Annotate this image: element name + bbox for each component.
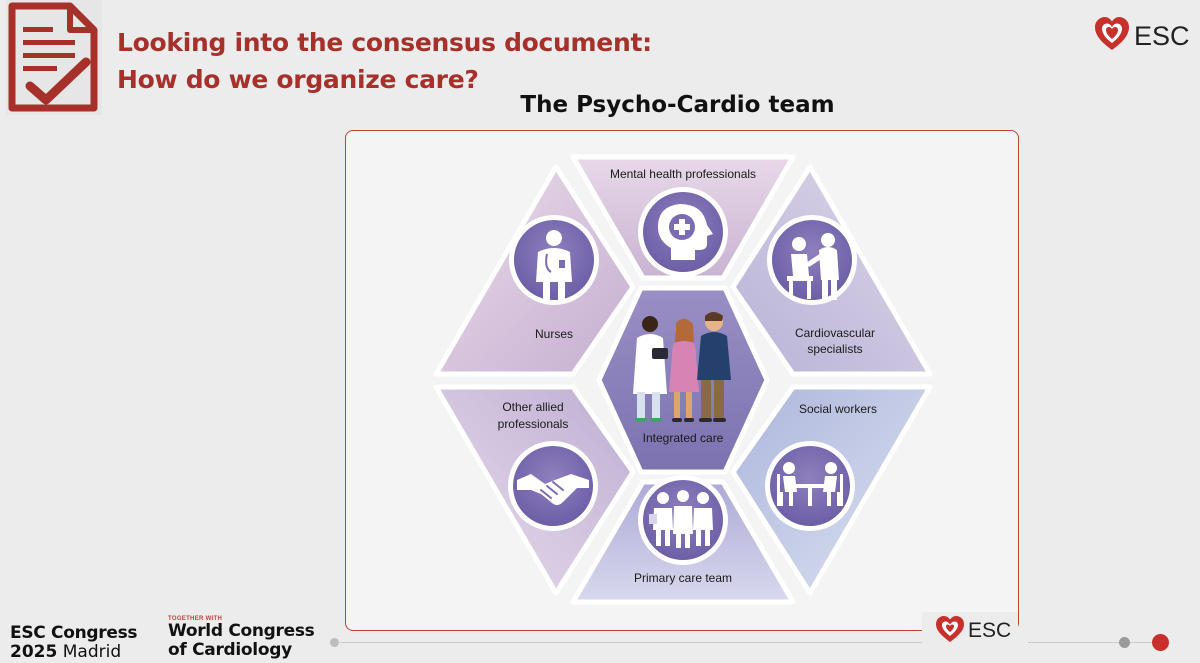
head-medical-cross-icon [638, 187, 728, 277]
esc-congress-branding: ESC Congress 2025 Madrid [10, 623, 138, 662]
care-team-icon [638, 475, 728, 565]
handshake-icon [508, 441, 598, 531]
progress-dot-mid [1119, 637, 1130, 648]
together-with-label: TOGETHER WITH [168, 616, 223, 622]
center-label: Integrated care [643, 431, 724, 445]
footer-rule-right [1028, 642, 1153, 643]
frame-heart-icon [936, 616, 964, 642]
label-social-workers: Social workers [799, 402, 877, 416]
label-cardio-line-2: specialists [807, 342, 862, 356]
progress-dot-left [330, 638, 339, 647]
heart-icon [1095, 17, 1129, 50]
esc-logo-text: ESC [1134, 21, 1190, 51]
meeting-at-table-icon [765, 441, 855, 531]
congress-city: Madrid [62, 642, 122, 662]
label-primary-care: Primary care team [634, 571, 732, 585]
checklist-document-icon [6, 0, 102, 115]
slide-title: Looking into the consensus document: How… [117, 24, 652, 98]
world-congress-branding: TOGETHER WITH World Congress of Cardiolo… [168, 616, 315, 660]
diagram-title: The Psycho-Cardio team [520, 92, 835, 118]
slide-title-line-1: Looking into the consensus document: [117, 28, 652, 57]
progress-dot-active [1152, 634, 1169, 651]
congress-name: ESC Congress [10, 623, 138, 643]
frame-esc-logo: ESC [922, 612, 1018, 646]
psycho-cardio-team-diagram: Integrated care Mental health profession… [433, 154, 933, 605]
slide-title-line-2: How do we organize care? [117, 65, 479, 94]
footer-rule-left [340, 642, 922, 643]
doctor-examining-patient-icon [767, 215, 857, 305]
label-allied-line-2: professionals [498, 417, 569, 431]
label-cardio-line-1: Cardiovascular [795, 326, 875, 340]
frame-logo-text: ESC [968, 619, 1011, 642]
label-mental-health: Mental health professionals [610, 167, 756, 181]
esc-logo: ESC [1095, 17, 1190, 51]
world-congress-line-1: World Congress [168, 621, 315, 641]
congress-year: 2025 [10, 642, 58, 662]
integrated-care-people-icon [633, 312, 731, 422]
world-congress-line-2: of Cardiology [168, 640, 292, 660]
nurse-icon [509, 215, 599, 305]
label-allied-line-1: Other allied [502, 400, 563, 414]
congress-year-city: 2025 Madrid [10, 643, 137, 662]
label-nurses: Nurses [535, 327, 573, 341]
